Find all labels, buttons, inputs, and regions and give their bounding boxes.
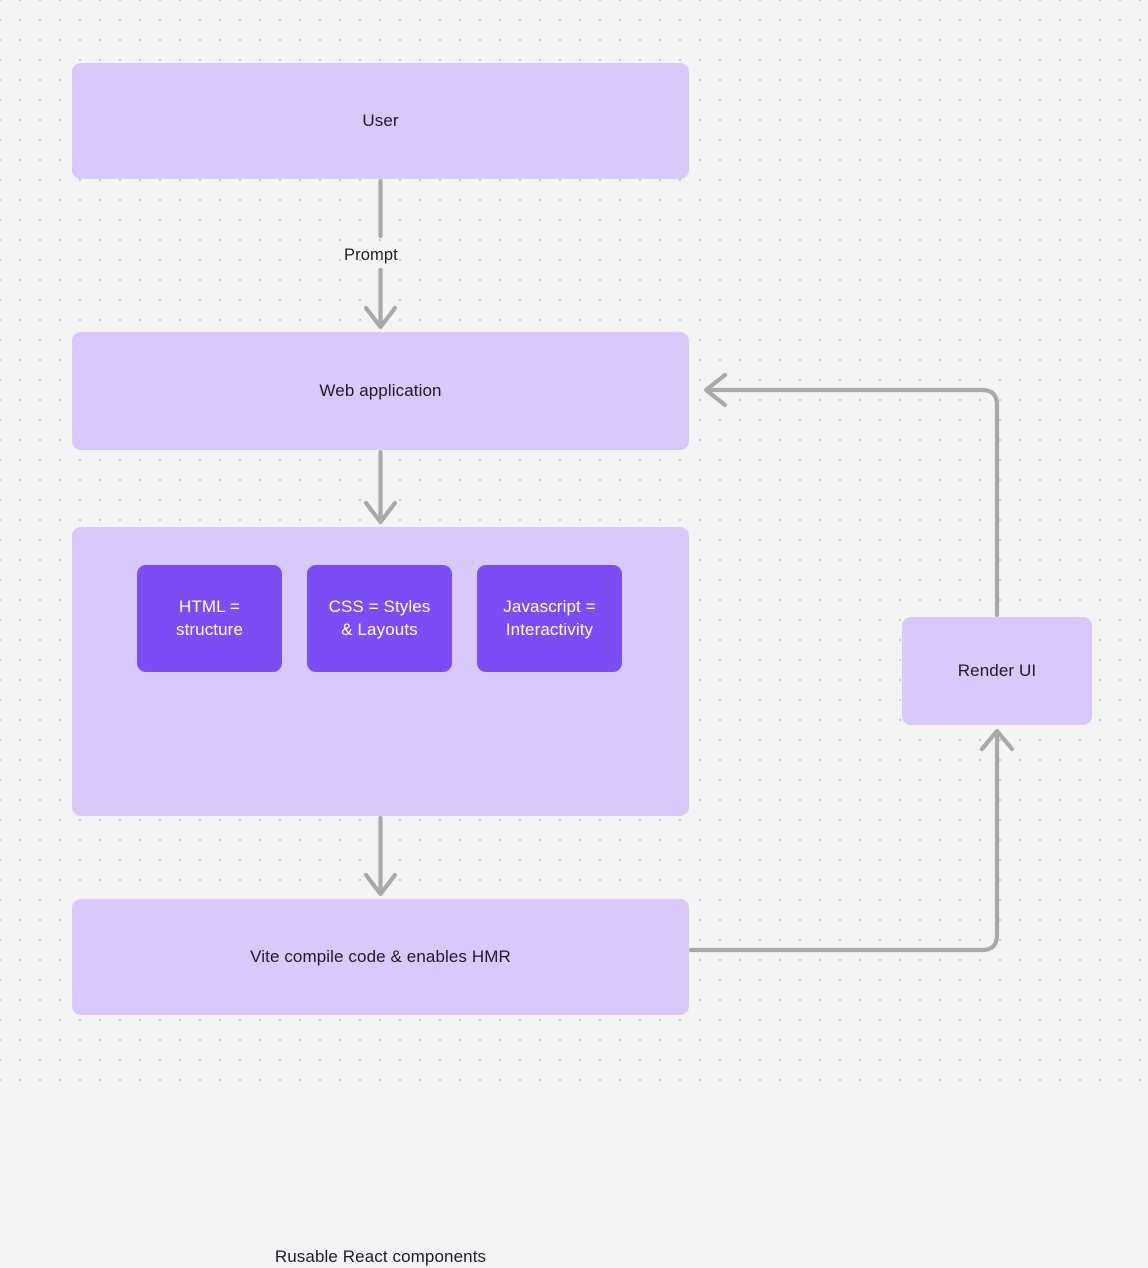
node-javascript-label-line2: Interactivity [505,619,594,639]
node-css-label-line2: & Layouts [341,619,418,639]
node-web-application-label: Web application [319,380,442,400]
edge-components-to-vite [363,815,398,897]
edge-render-to-webapp [703,372,1000,618]
node-vite[interactable]: Vite compile code & enables HMR [72,899,689,1015]
node-web-application[interactable]: Web application [72,332,689,450]
node-user-label: User [362,110,399,130]
node-render-ui[interactable]: Render UI [902,617,1092,725]
node-css-label-line1: CSS = Styles [328,596,431,616]
node-javascript-label-line1: Javascript = [503,596,596,616]
react-components-caption: Rusable React components [274,1247,487,1266]
node-css[interactable]: CSS = Styles & Layouts [307,565,452,672]
edge-webapp-to-components [363,449,398,525]
node-render-ui-label: Render UI [957,660,1037,680]
node-html-label-line1: HTML = [179,596,240,616]
node-javascript[interactable]: Javascript = Interactivity [477,565,622,672]
node-user[interactable]: User [72,63,689,179]
edge-vite-to-render [688,728,1015,953]
edge-label-prompt: Prompt [344,246,398,264]
node-html[interactable]: HTML = structure [137,565,282,672]
node-vite-label: Vite compile code & enables HMR [250,946,511,966]
node-html-label-line2: structure [175,619,244,639]
